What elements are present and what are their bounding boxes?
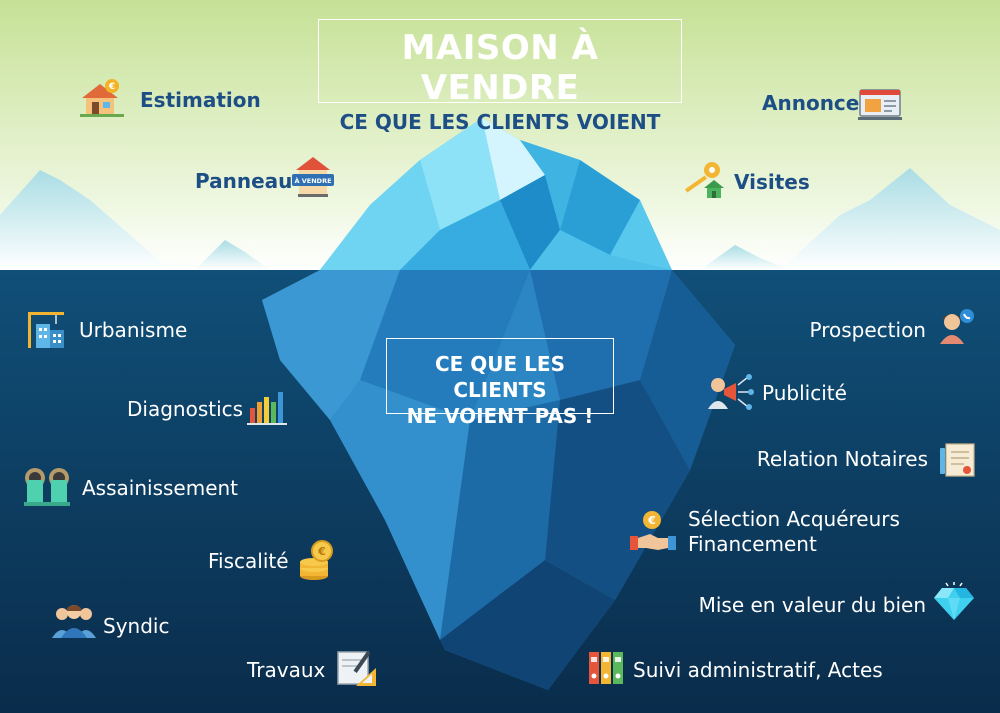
megaphone-network-icon (708, 374, 754, 410)
label-estimation: Estimation (140, 88, 261, 112)
title-box: MAISON À VENDRE CE QUE LES CLIENTS VOIEN… (318, 19, 682, 134)
label-suivi-administratif: Suivi administratif, Actes (633, 658, 883, 682)
binders-icon (589, 652, 623, 684)
label-panneau: Panneau (195, 169, 293, 193)
euro-coins-icon: € (300, 540, 333, 580)
hidden-box-line-2: NE VOIENT PAS ! (406, 404, 594, 428)
label-annonce: Annonce (762, 91, 860, 115)
page-subtitle: CE QUE LES CLIENTS VOIENT (339, 110, 661, 134)
label-diagnostics: Diagnostics (127, 397, 244, 421)
for-sale-sign-icon: À VENDRE (292, 157, 334, 197)
bar-chart-icon (247, 392, 287, 425)
hidden-box: CE QUE LES CLIENTS NE VOIENT PAS ! (386, 338, 614, 428)
label-urbanisme: Urbanisme (79, 318, 188, 342)
label-travaux: Travaux (247, 658, 326, 682)
handshake-euro-icon: € (630, 511, 676, 550)
for-sale-sign-text: À VENDRE (294, 176, 331, 185)
mountain-left (0, 170, 170, 270)
mountain-left-small (195, 240, 270, 270)
iceberg-tip (320, 118, 672, 270)
notary-document-icon (940, 443, 975, 477)
label-prospection: Prospection (809, 318, 926, 342)
label-financement: Financement (688, 532, 817, 556)
label-visites: Visites (734, 170, 810, 194)
hidden-box-line-1: CE QUE LES CLIENTS (435, 352, 565, 402)
label-mise-en-valeur: Mise en valeur du bien (698, 593, 926, 617)
key-house-icon (685, 162, 724, 198)
sewer-pipes-icon (24, 468, 70, 506)
label-syndic: Syndic (103, 614, 170, 638)
blueprint-tools-icon (337, 651, 376, 686)
mountain-right-small (700, 245, 790, 270)
city-crane-icon (28, 312, 64, 348)
label-relation-notaires: Relation Notaires (756, 447, 928, 471)
iceberg-underwater (262, 270, 735, 690)
currency-symbol: € (108, 82, 115, 92)
label-publicite: Publicité (762, 381, 847, 405)
diamond-icon (934, 582, 974, 620)
page-title: MAISON À VENDRE (401, 28, 599, 108)
mountain-right (780, 168, 1000, 270)
listing-laptop-icon (858, 89, 902, 120)
currency-symbol-handshake: € (647, 514, 656, 527)
label-fiscalite: Fiscalité (208, 549, 289, 573)
currency-symbol-coin: € (317, 545, 326, 558)
label-selection-acquereurs: Sélection Acquéreurs (688, 507, 900, 531)
people-group-icon (52, 605, 96, 638)
phone-agent-icon (940, 309, 974, 344)
house-estimation-icon: € (80, 79, 124, 117)
label-assainissement: Assainissement (82, 476, 239, 500)
